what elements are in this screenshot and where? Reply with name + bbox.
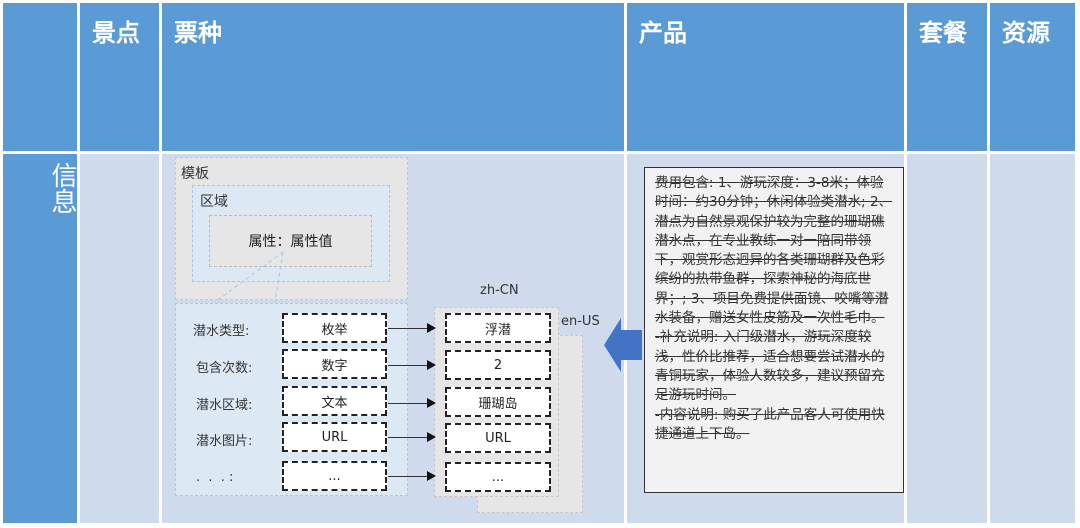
field-label: 潜水类型: [193, 324, 250, 339]
field-type: 文本 [282, 386, 387, 416]
field-value-zh: URL [445, 423, 551, 453]
arrow [388, 432, 436, 442]
locale-en-label: en-US [561, 314, 600, 329]
header-product: 产品 [627, 3, 904, 151]
field-label: 潜水区域: [196, 398, 253, 413]
attribute-box: 属性：属性值 [209, 215, 372, 267]
cell-resource [990, 154, 1075, 523]
arrow [388, 471, 436, 481]
field-label: . . . : [196, 470, 234, 485]
field-type: URL [282, 422, 387, 452]
product-text-fees: 费用包含: 1、游玩深度：3-8米；体验时间：约30分钟；休闲体验类潜水; 2、… [655, 175, 893, 327]
left-block-arrow-icon [604, 318, 642, 372]
header-package: 套餐 [907, 3, 987, 151]
field-label: 包含次数: [196, 361, 253, 376]
field-type: ... [282, 461, 387, 491]
arrow [388, 398, 436, 408]
header-ticket-type: 票种 [162, 3, 624, 151]
header-attraction: 景点 [80, 3, 159, 151]
row-label-info: 信息 [3, 154, 77, 523]
field-value-zh: 浮潜 [445, 313, 551, 343]
field-type: 枚举 [282, 313, 387, 343]
field-value-zh: 珊瑚岛 [445, 387, 551, 417]
product-text-supplement: -补充说明: 入门级潜水，游玩深度较浅，性价比推荐，适合想要尝试潜水的青铜玩家，… [655, 329, 885, 404]
field-value-zh: 2 [445, 350, 551, 380]
product-text-content: -内容说明: 购买了此产品客人可使用快捷通道上下岛。 [655, 406, 885, 442]
product-description: 费用包含: 1、游玩深度：3-8米；体验时间：约30分钟；休闲体验类潜水; 2、… [644, 167, 904, 493]
arrow [388, 323, 436, 333]
cell-package [907, 154, 987, 523]
header-resource: 资源 [990, 3, 1075, 151]
locale-zh-label: zh-CN [480, 283, 519, 298]
field-value-zh: ... [445, 462, 551, 492]
region-title: 区域 [200, 194, 228, 210]
callout-lines [214, 251, 284, 303]
template-title: 模板 [181, 166, 209, 182]
field-label: 潜水图片: [196, 434, 253, 449]
field-type: 数字 [282, 349, 387, 379]
header-blank [3, 3, 77, 151]
arrow [388, 360, 436, 370]
cell-attraction [80, 154, 159, 523]
